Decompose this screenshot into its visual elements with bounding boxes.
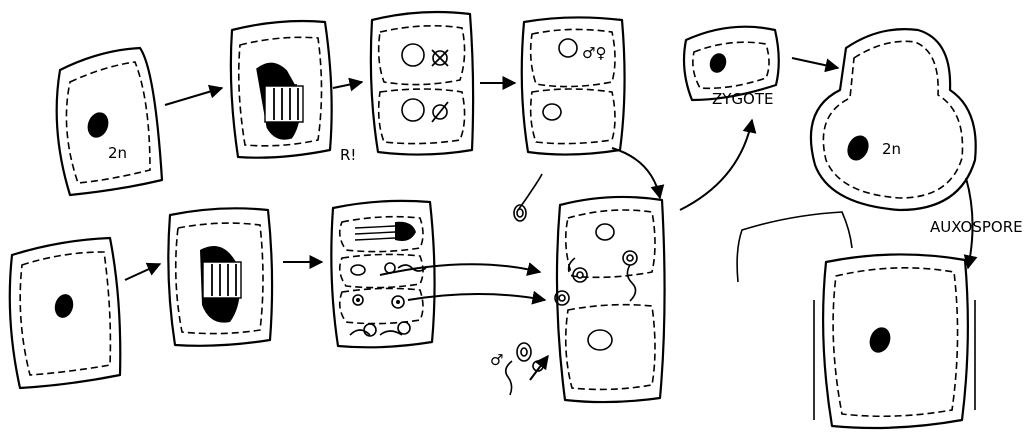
auxospore-cell	[811, 29, 976, 210]
fertilization-cell	[555, 197, 665, 402]
arrow-2	[333, 82, 362, 88]
auxospore-label: AUXOSPORE	[930, 218, 1023, 236]
arrow-1	[165, 88, 222, 105]
arrow-4	[125, 264, 160, 280]
zygote-cell	[684, 27, 779, 100]
mitosis-cell-bottom	[168, 208, 272, 345]
arrow-to-fertilization	[612, 148, 660, 198]
free-sperm-cells	[506, 174, 548, 395]
arrow-to-zygote	[680, 120, 752, 210]
meiosis-cell-top	[371, 12, 473, 155]
ploidy-label-auxospore: 2n	[882, 140, 901, 158]
sperm-arrow-lower	[408, 294, 545, 300]
zygote-label: ZYGOTE	[712, 90, 774, 108]
reduction-division-label: R!	[340, 146, 356, 164]
arrow-to-auxospore	[792, 58, 838, 68]
mitosis-cell-top	[231, 21, 332, 158]
diploid-cell-bottom	[10, 238, 121, 388]
gamete-sex-label-bottom: ♂	[490, 351, 503, 369]
diploid-cell-top	[57, 48, 162, 195]
discarded-frustule	[737, 212, 852, 282]
gamete-sex-label-top: ♂♀	[582, 44, 606, 62]
gamete-cell-top	[522, 17, 625, 154]
ploidy-label-top-cell: 2n	[108, 144, 127, 162]
new-initial-cell	[814, 254, 975, 428]
